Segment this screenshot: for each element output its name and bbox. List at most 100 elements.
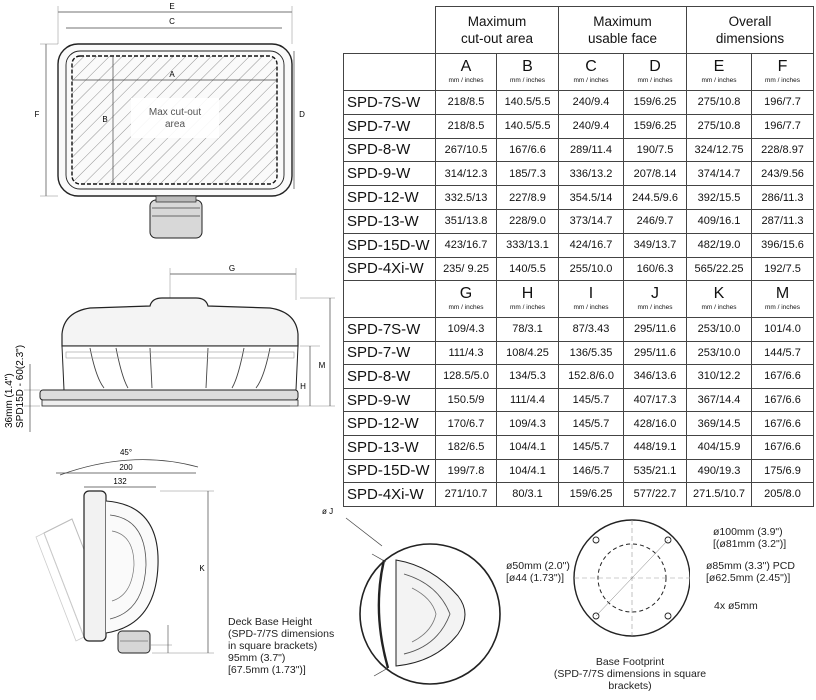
dim-label-k: K bbox=[199, 564, 205, 573]
column-unit: mm / inches bbox=[765, 77, 801, 84]
dimension-value: 255/10.0 bbox=[558, 256, 625, 282]
footprint-d50-label: ø50mm (2.0") [ø44 (1.73")] bbox=[506, 560, 570, 584]
dimension-value: 267/10.5 bbox=[435, 137, 497, 163]
footprint-d85-label: ø85mm (3.3") PCD [ø62.5mm (2.45")] bbox=[706, 560, 795, 584]
model-name: SPD-8-W bbox=[343, 137, 436, 163]
dim-label-j: ø J bbox=[322, 507, 333, 516]
dimension-value: 207/8.14 bbox=[623, 161, 688, 187]
dim-label-f: F bbox=[35, 110, 40, 119]
dimension-value: 175/6.9 bbox=[751, 458, 814, 484]
dimension-value: 295/11.6 bbox=[623, 317, 687, 342]
dimension-value: 392/15.5 bbox=[686, 185, 753, 210]
dimension-value: 109/4.3 bbox=[496, 411, 559, 436]
dimension-value: 271.5/10.7 bbox=[686, 482, 752, 507]
dimension-value: 167/6.6 bbox=[751, 364, 814, 389]
model-name: SPD-7S-W bbox=[343, 90, 436, 115]
dimension-value: 369/14.5 bbox=[686, 411, 752, 436]
dimension-value: 228/8.97 bbox=[751, 137, 815, 163]
column-unit: mm / inches bbox=[701, 304, 737, 311]
dimension-value: 404/15.9 bbox=[686, 434, 752, 460]
dimension-value: 160/6.3 bbox=[623, 256, 688, 282]
dimension-value: 140/5.5 bbox=[495, 256, 560, 282]
dimension-value: 111/4.3 bbox=[435, 340, 497, 366]
dimension-value: 159/6.25 bbox=[623, 113, 688, 139]
dimension-value: 101/4.0 bbox=[751, 317, 814, 342]
dimension-value: 577/22.7 bbox=[623, 482, 687, 507]
dimension-value: 227/8.9 bbox=[495, 185, 560, 210]
dimension-value: 367/14.4 bbox=[686, 387, 752, 413]
side-view-drawing: G H M 36mm (1.4")SPD15D - 60(2.3") bbox=[4, 264, 335, 432]
dimension-value: 205/8.0 bbox=[751, 482, 814, 507]
dimension-value: 196/7.7 bbox=[751, 90, 815, 115]
dimension-value: 565/22.25 bbox=[686, 256, 753, 282]
dim-label-132: 132 bbox=[113, 477, 127, 486]
dimension-value: 287/11.3 bbox=[751, 208, 815, 234]
dimension-value: 167/6.6 bbox=[751, 387, 814, 413]
dimension-value: 271/10.7 bbox=[435, 482, 497, 507]
column-letter: J bbox=[651, 285, 659, 302]
table-1-corner bbox=[343, 53, 436, 91]
dimension-value: 253/10.0 bbox=[686, 340, 752, 366]
dimensions-table-1: Maximum cut-out area Maximum usable face… bbox=[343, 6, 815, 282]
dimension-value: 448/19.1 bbox=[623, 434, 687, 460]
dimension-value: 428/16.0 bbox=[623, 411, 687, 436]
tilt-view-drawing: 45° 200 132 K bbox=[35, 448, 214, 654]
dimension-value: 423/16.7 bbox=[435, 232, 497, 258]
dimension-value: 145/5.7 bbox=[558, 411, 624, 436]
dimension-value: 354.5/14 bbox=[558, 185, 625, 210]
column-letter: D bbox=[649, 58, 661, 75]
dimension-value: 235/ 9.25 bbox=[435, 256, 497, 282]
dimension-value: 182/6.5 bbox=[435, 434, 497, 460]
dimension-value: 332.5/13 bbox=[435, 185, 497, 210]
model-name: SPD-12-W bbox=[343, 411, 436, 436]
group-header-cutout: Maximum cut-out area bbox=[434, 6, 560, 54]
dim-label-c: C bbox=[169, 17, 175, 26]
model-name: SPD-13-W bbox=[343, 208, 436, 234]
detail-circle-drawing: ø J bbox=[322, 507, 501, 685]
side-height-label: 36mm (1.4")SPD15D - 60(2.3") bbox=[4, 345, 26, 428]
dimension-value: 87/3.43 bbox=[558, 317, 624, 342]
dimension-value: 167/6.6 bbox=[495, 137, 560, 163]
dimension-value: 346/13.6 bbox=[623, 364, 687, 389]
dimension-value: 396/15.6 bbox=[751, 232, 815, 258]
column-letter: M bbox=[775, 285, 790, 302]
dimension-value: 333/13.1 bbox=[495, 232, 560, 258]
dimension-value: 192/7.5 bbox=[751, 256, 815, 282]
dimension-value: 246/9.7 bbox=[623, 208, 688, 234]
column-letter: G bbox=[459, 285, 473, 302]
dimension-value: 190/7.5 bbox=[623, 137, 688, 163]
column-unit: mm / inches bbox=[509, 77, 546, 84]
column-unit: mm / inches bbox=[764, 304, 801, 311]
model-name: SPD-7-W bbox=[343, 113, 436, 139]
dimension-value: 170/6.7 bbox=[435, 411, 497, 436]
column-unit: mm / inches bbox=[573, 304, 609, 311]
dimension-value: 240/9.4 bbox=[558, 113, 625, 139]
dimension-value: 240/9.4 bbox=[558, 90, 625, 115]
dimension-value: 289/11.4 bbox=[558, 137, 625, 163]
column-letter: K bbox=[713, 285, 725, 302]
column-letter: B bbox=[522, 58, 533, 75]
dimension-value: 78/3.1 bbox=[496, 317, 559, 342]
column-letter: H bbox=[521, 285, 534, 302]
dimension-value: 145/5.7 bbox=[558, 434, 624, 460]
dimension-value: 159/6.25 bbox=[558, 482, 624, 507]
model-name: SPD-15D-W bbox=[343, 232, 436, 258]
dimension-value: 104/4.1 bbox=[496, 434, 559, 460]
group-header-overall: Overall dimensions bbox=[686, 6, 815, 54]
dimension-value: 409/16.1 bbox=[686, 208, 753, 234]
